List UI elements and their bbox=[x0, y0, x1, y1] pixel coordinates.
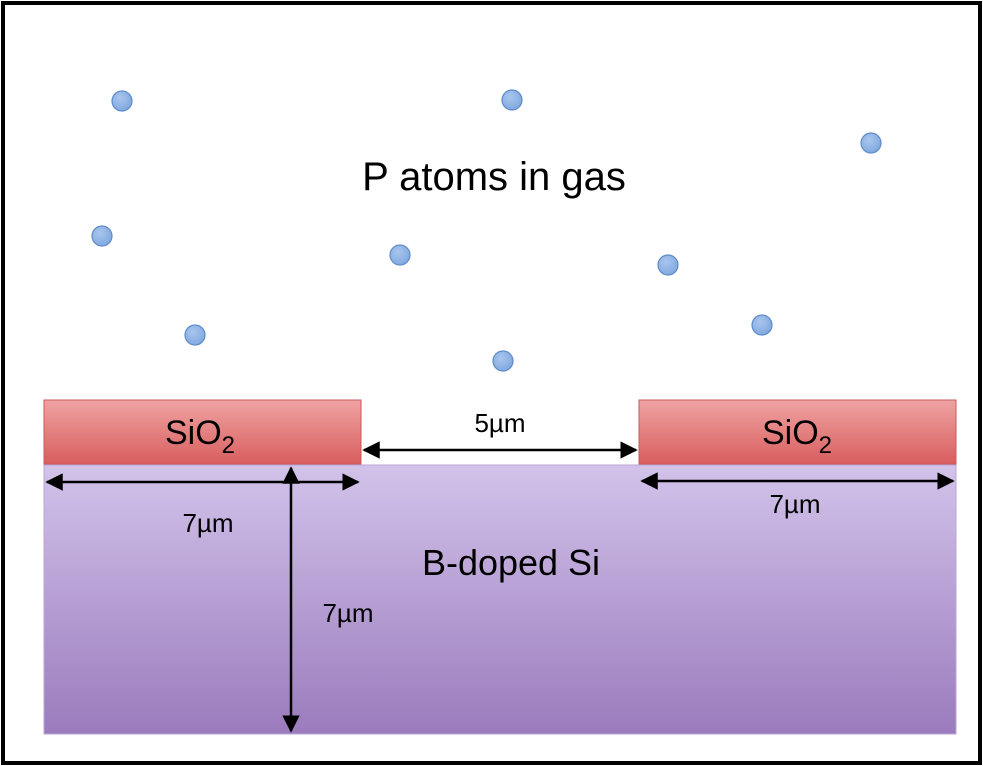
depth-dimension-label: 7µm bbox=[322, 598, 373, 628]
gas-label: P atoms in gas bbox=[362, 155, 626, 199]
p-atom bbox=[501, 89, 523, 111]
sio2-label-right: SiO2 bbox=[762, 414, 832, 459]
sio2-block-left bbox=[43, 399, 362, 465]
p-atom bbox=[184, 324, 206, 346]
p-atom bbox=[111, 90, 133, 112]
p-atom bbox=[860, 132, 882, 154]
substrate-label: B-doped Si bbox=[422, 542, 600, 583]
p-atom bbox=[91, 225, 113, 247]
p-atom bbox=[492, 350, 514, 372]
gap-dimension-label: 5µm bbox=[474, 408, 525, 438]
phosphorus-atoms bbox=[91, 89, 882, 372]
oxide-right-width-label: 7µm bbox=[769, 489, 820, 519]
oxide-left-width-label: 7µm bbox=[182, 508, 233, 538]
sio2-label-left: SiO2 bbox=[165, 414, 235, 459]
sio2-block-right bbox=[638, 399, 957, 465]
p-atom bbox=[389, 244, 411, 266]
p-atom bbox=[751, 314, 773, 336]
b-doped-si-substrate bbox=[43, 464, 957, 735]
p-atom bbox=[657, 254, 679, 276]
